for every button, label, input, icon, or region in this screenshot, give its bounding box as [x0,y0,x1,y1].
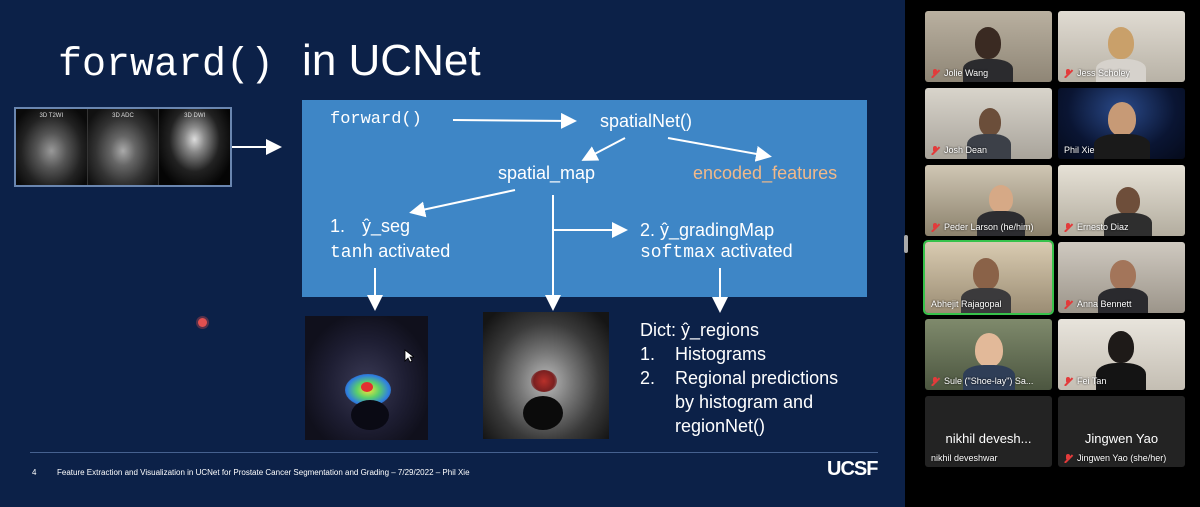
participants-gallery: Jolie Wang Jess Scholey Josh Dean Phil X… [909,0,1200,507]
footer-divider [30,452,878,453]
presentation-slide: forward()in UCNet 3D T2WI 3D ADC 3D DWI … [0,0,905,507]
arrow-to-seg [409,189,516,218]
mri-dwi-image: 3D DWI [159,109,231,185]
grading-number: 2. [640,220,656,240]
muted-mic-icon [1064,68,1073,78]
arrow-forward-to-spatialnet [452,112,577,129]
slide-footer-text: Feature Extraction and Visualization in … [57,468,470,477]
participant-tile[interactable]: Ernesto Diaz [1058,165,1185,236]
node-spatial-map: spatial_map [498,163,596,183]
input-mri-images: 3D T2WI 3D ADC 3D DWI [14,107,232,187]
segmentation-output-image [305,316,428,440]
arrow-to-spatial-map [581,137,626,161]
seg-label: ŷ_seg [362,216,411,236]
slide-title: forward() in UCNet [58,36,481,88]
dict-item: by histogram and [675,392,814,412]
participant-display-name: nikhil devesh... [945,431,1032,446]
grading-label: ŷ_gradingMap [660,220,775,240]
muted-mic-icon [1064,299,1073,309]
mri-t2wi-image: 3D T2WI [16,109,88,185]
mouse-cursor-icon [404,349,414,363]
participant-display-name: Jingwen Yao [1084,431,1159,446]
muted-mic-icon [1064,222,1073,232]
dict-regions-output: Dict: ŷ_regions 1.Histograms 2.Regional … [640,318,838,438]
laser-pointer [198,318,207,327]
grading-activation: softmax activated [640,241,793,263]
flow-arrows [232,112,772,313]
title-function: forward() [58,43,275,88]
participant-tile[interactable]: Phil Xie [1058,88,1185,159]
muted-mic-icon [931,222,940,232]
participant-tile[interactable]: Jess Scholey [1058,11,1185,82]
muted-mic-icon [931,145,940,155]
slide-page-number: 4 [32,468,37,477]
node-spatialnet: spatialNet() [600,111,693,131]
participant-tile[interactable]: nikhil devesh... nikhil deveshwar [925,396,1052,467]
node-encoded-features: encoded_features [693,163,838,183]
muted-mic-icon [1064,453,1073,463]
participant-tile[interactable]: Josh Dean [925,88,1052,159]
participant-tile[interactable]: Jingwen Yao Jingwen Yao (she/her) [1058,396,1185,467]
seg-number: 1. [330,216,346,236]
ucsf-logo: UCSF [827,458,878,480]
title-text: in UCNet [302,36,481,85]
dict-item: 2.Regional predictions [640,368,839,388]
arrow-to-encoded-features [667,137,772,162]
participant-tile[interactable]: Jolie Wang [925,11,1052,82]
muted-mic-icon [931,68,940,78]
seg-activation: tanh activated [330,241,451,263]
muted-mic-icon [1064,376,1073,386]
node-forward: forward() [330,110,422,129]
panel-resize-handle[interactable] [904,235,908,253]
mri-adc-image: 3D ADC [87,109,160,185]
dict-item: 1.Histograms [640,344,767,364]
spatial-map-image [483,312,609,439]
participant-tile[interactable]: Sule ("Shoe-lay") Sa... [925,319,1052,390]
muted-mic-icon [931,376,940,386]
participant-tile[interactable]: Fei Tan [1058,319,1185,390]
participant-tile[interactable]: Anna Bennett [1058,242,1185,313]
participant-tile[interactable]: Peder Larson (he/him) [925,165,1052,236]
flow-diagram-box [302,100,867,297]
dict-item: regionNet() [675,416,766,436]
dict-heading: Dict: ŷ_regions [640,320,760,340]
participant-tile-active-speaker[interactable]: Abhejit Rajagopal [925,242,1052,313]
